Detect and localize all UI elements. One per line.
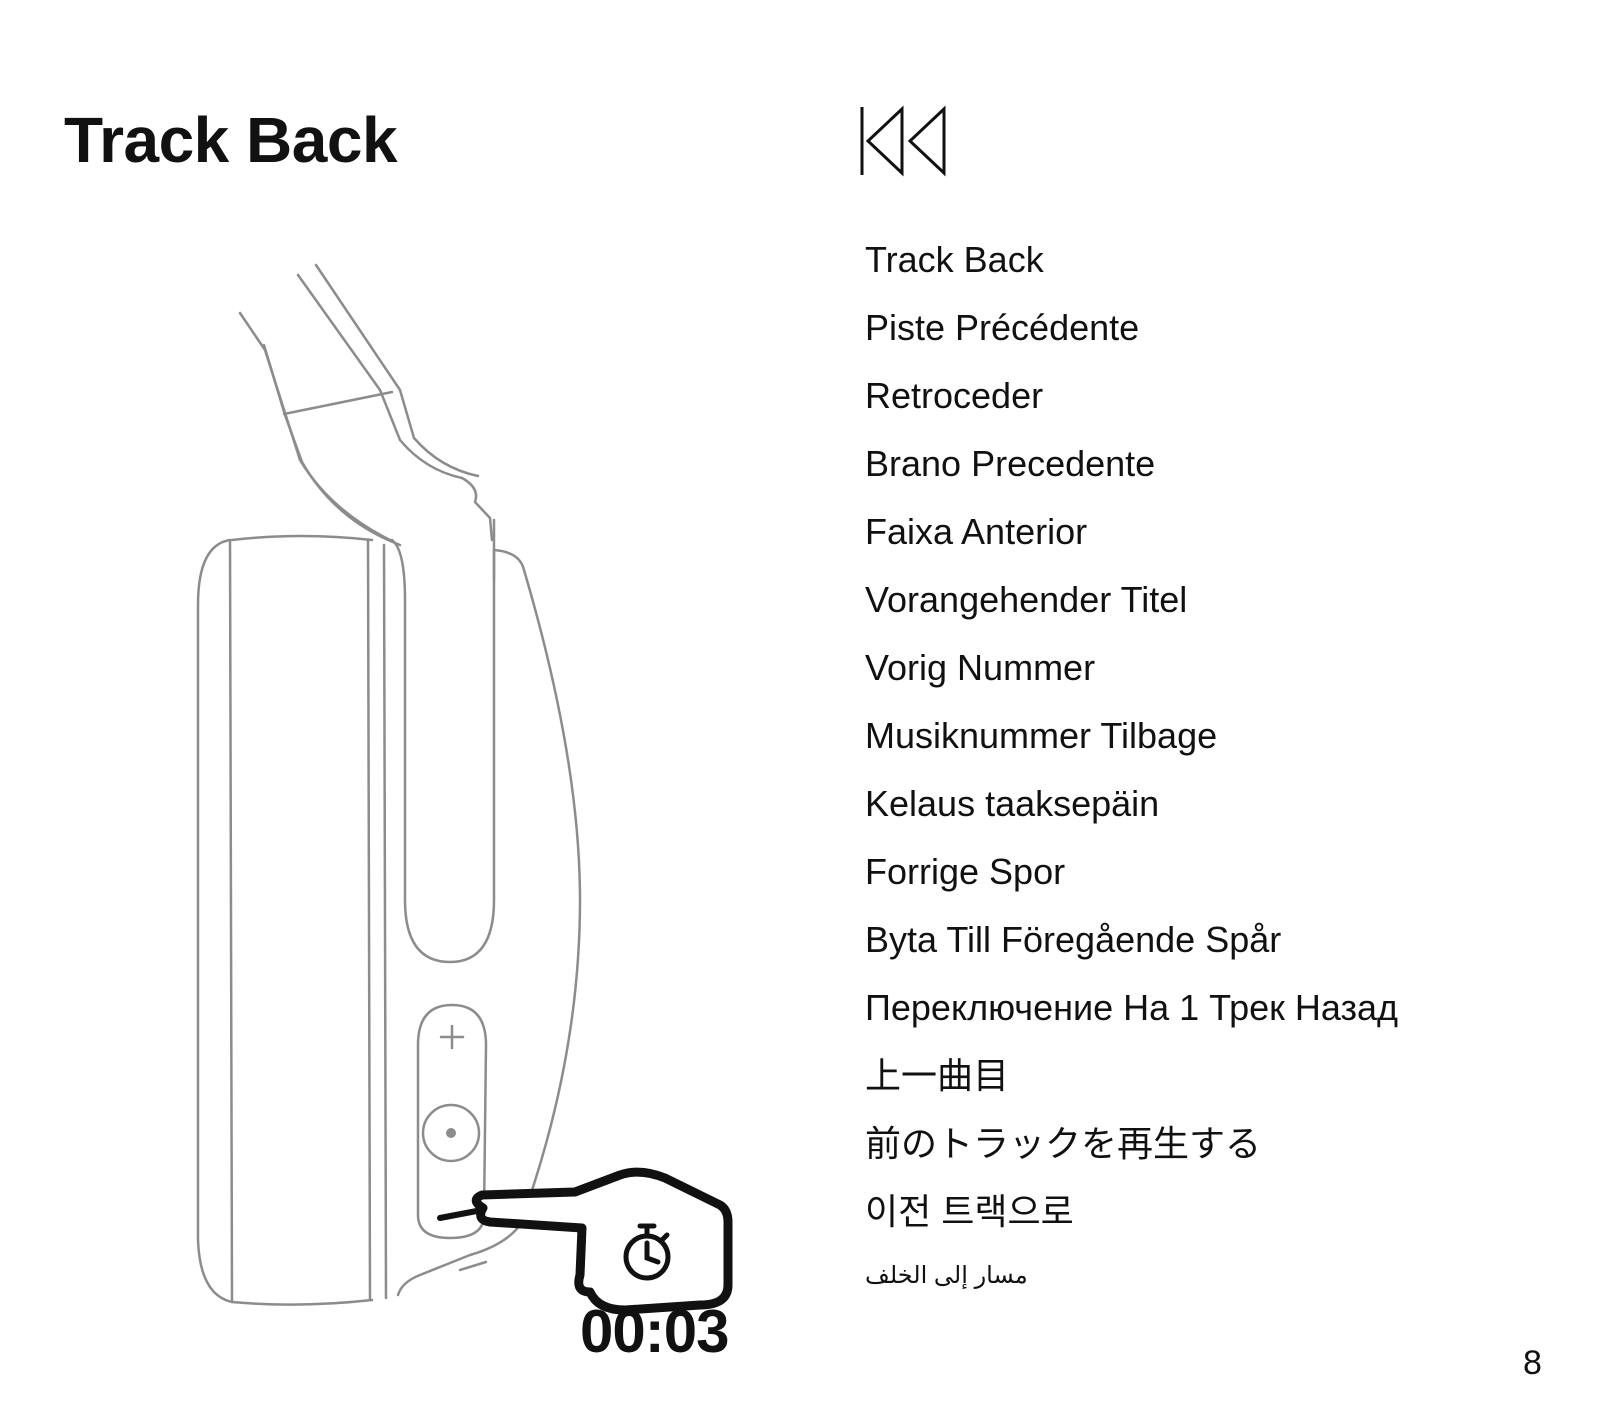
translation-no: Forrige Spor — [865, 851, 1066, 892]
translation-da: Musiknummer Tilbage — [865, 715, 1218, 756]
translation-sv: Byta Till Föregående Spår — [865, 919, 1282, 960]
stopwatch-icon — [623, 1223, 671, 1281]
headphone-illustration — [196, 263, 733, 1315]
translation-ru: Переключение На 1 Трек Назад — [865, 987, 1399, 1028]
yoke-arm — [390, 518, 496, 964]
headband — [238, 263, 494, 547]
track-back-icon — [860, 105, 946, 177]
translation-ko: 이전 트랙으로 — [865, 1191, 1074, 1232]
translation-de: Vorangehender Titel — [865, 579, 1188, 620]
translation-fr: Piste Précédente — [865, 307, 1140, 348]
page-number: 8 — [1523, 1344, 1542, 1382]
translation-en: Track Back — [865, 239, 1044, 280]
control-panel — [416, 1003, 488, 1240]
translation-list: Track Back Piste Précédente Retroceder B… — [865, 236, 1398, 1296]
translation-fi: Kelaus taaksepäin — [865, 783, 1160, 824]
timer-label: 00:03 — [580, 1298, 729, 1365]
translation-ar: مسار إلى الخلف — [865, 1262, 1028, 1289]
ear-cushion — [196, 534, 388, 1306]
page-title: Track Back — [64, 104, 398, 176]
translation-pt: Faixa Anterior — [865, 511, 1088, 552]
multifunction-button-icon — [421, 1103, 481, 1163]
translation-zh: 上一曲目 — [865, 1055, 1010, 1096]
translation-es: Retroceder — [865, 375, 1044, 416]
earcup-shell — [396, 548, 582, 1297]
translation-nl: Vorig Nummer — [865, 647, 1096, 688]
translation-it: Brano Precedente — [865, 443, 1156, 484]
pressing-hand-icon — [471, 1167, 733, 1315]
translation-ja: 前のトラックを再生する — [865, 1123, 1262, 1164]
